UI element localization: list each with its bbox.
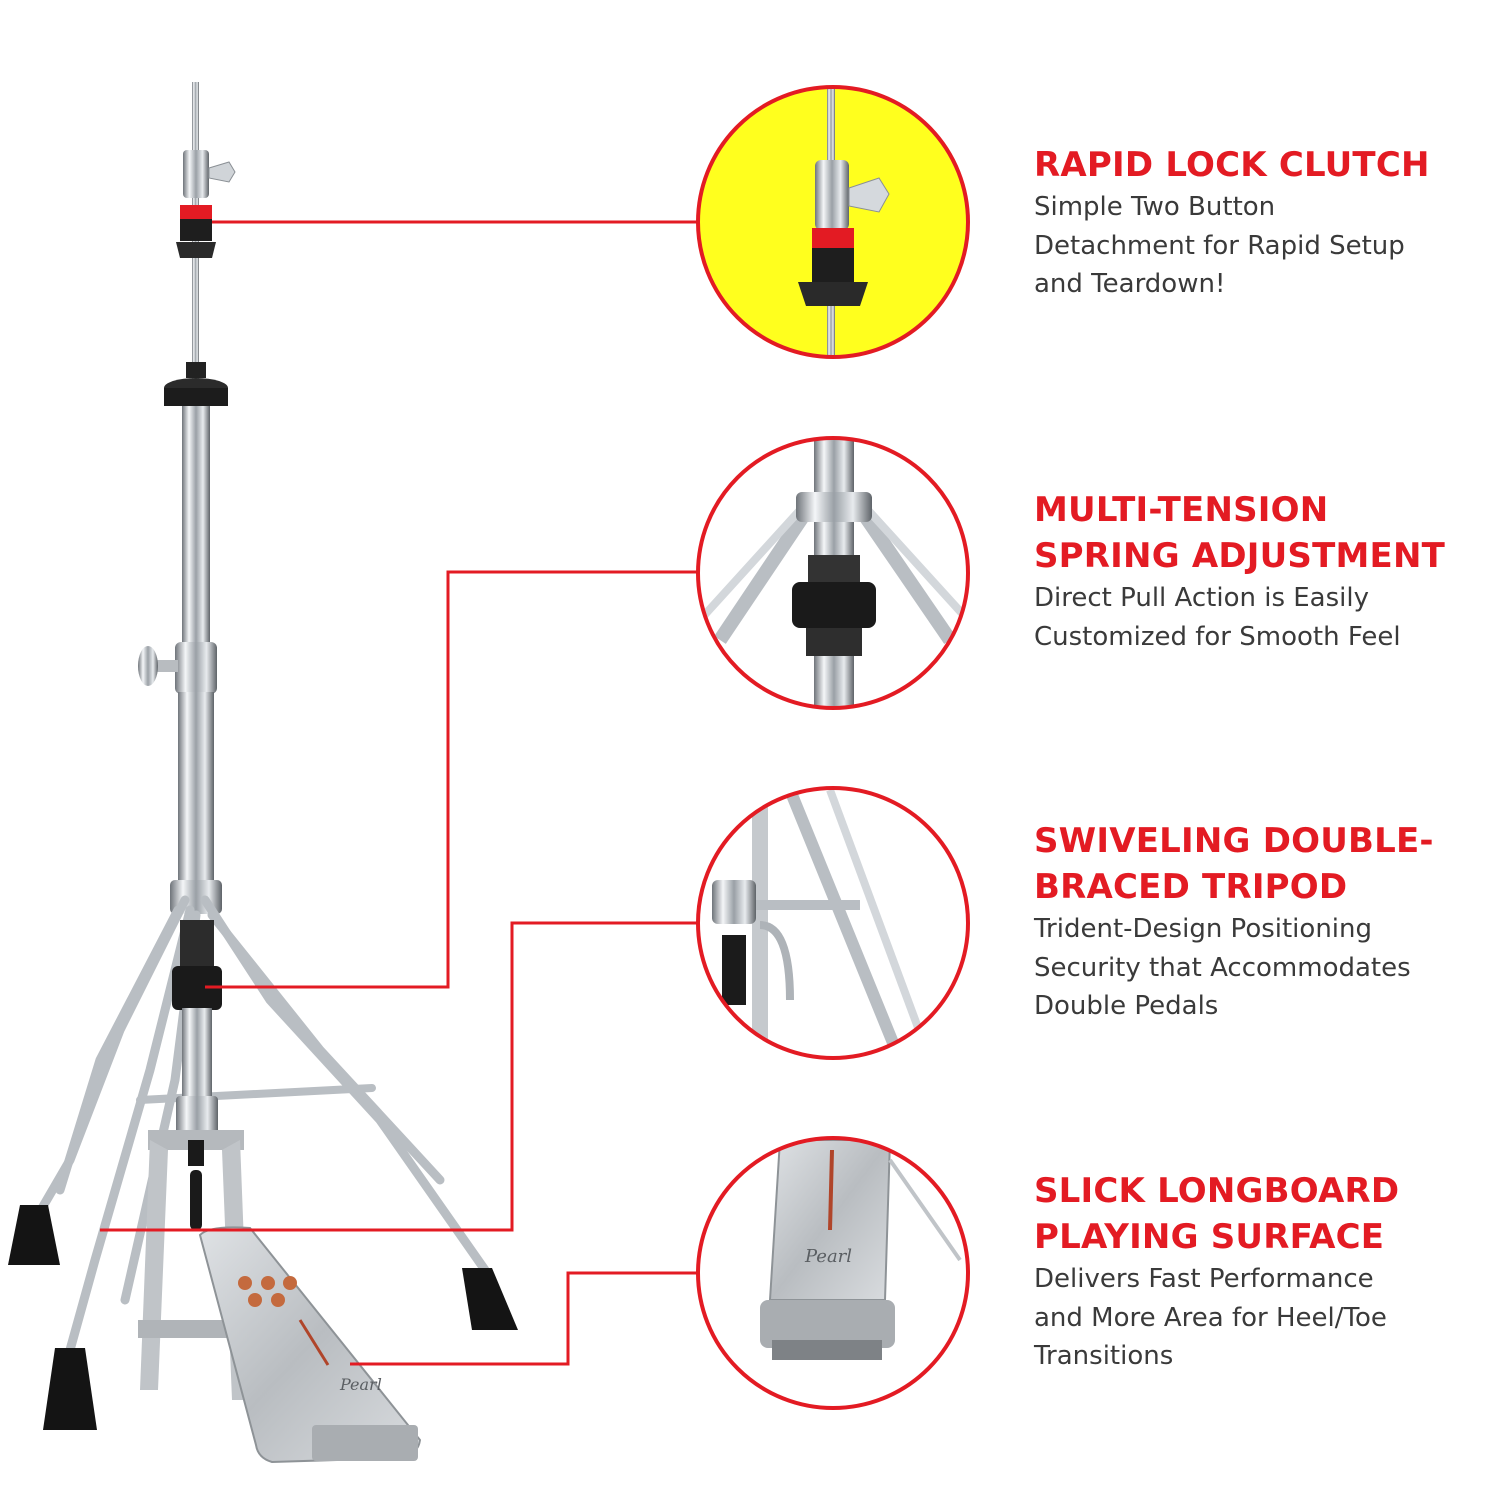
feature-description: Delivers Fast Performance and More Area … — [1034, 1264, 1387, 1371]
feature-title: MULTI-TENSION SPRING ADJUSTMENT — [1034, 490, 1446, 576]
footboard: Pearl — [198, 1226, 422, 1464]
callout-lines — [100, 220, 698, 1366]
feature-title: SLICK LONGBOARD PLAYING SURFACE — [1034, 1171, 1400, 1257]
pearl-logo: Pearl — [339, 1375, 382, 1394]
clutch — [176, 150, 236, 258]
feature-description: Trident-Design Positioning Security that… — [1034, 914, 1411, 1021]
svg-text:Pearl: Pearl — [804, 1246, 852, 1267]
chain — [188, 1140, 204, 1230]
feature-description: Simple Two Button Detachment for Rapid S… — [1034, 192, 1405, 299]
feature-rapid-lock-clutch: RAPID LOCK CLUTCH Simple Two Button Deta… — [1034, 142, 1494, 304]
feature-slick-longboard: SLICK LONGBOARD PLAYING SURFACE Delivers… — [1034, 1168, 1494, 1376]
detail-circle-clutch — [696, 85, 970, 359]
stand: Pearl — [8, 82, 518, 1464]
detail-circle-tripod — [696, 786, 970, 1060]
feature-description: Direct Pull Action is Easily Customized … — [1034, 583, 1401, 652]
height-clamp — [138, 642, 217, 694]
feature-swiveling-tripod: SWIVELING DOUBLE- BRACED TRIPOD Trident-… — [1034, 818, 1494, 1026]
detail-circle-spring — [696, 436, 970, 710]
callout-line-spring — [205, 570, 698, 989]
cymbal-seat — [164, 362, 228, 426]
callout-line-tripod — [100, 921, 698, 1232]
feature-title: RAPID LOCK CLUTCH — [1034, 145, 1430, 185]
rubber-feet — [8, 1205, 518, 1430]
tension-nut — [172, 920, 222, 1010]
tripod-legs — [33, 895, 490, 1355]
feature-title: SWIVELING DOUBLE- BRACED TRIPOD — [1034, 821, 1434, 907]
detail-circle-footboard: Pearl — [696, 1136, 970, 1410]
feature-multi-tension-spring: MULTI-TENSION SPRING ADJUSTMENT Direct P… — [1034, 487, 1494, 656]
callout-line-footboard — [350, 1271, 698, 1366]
